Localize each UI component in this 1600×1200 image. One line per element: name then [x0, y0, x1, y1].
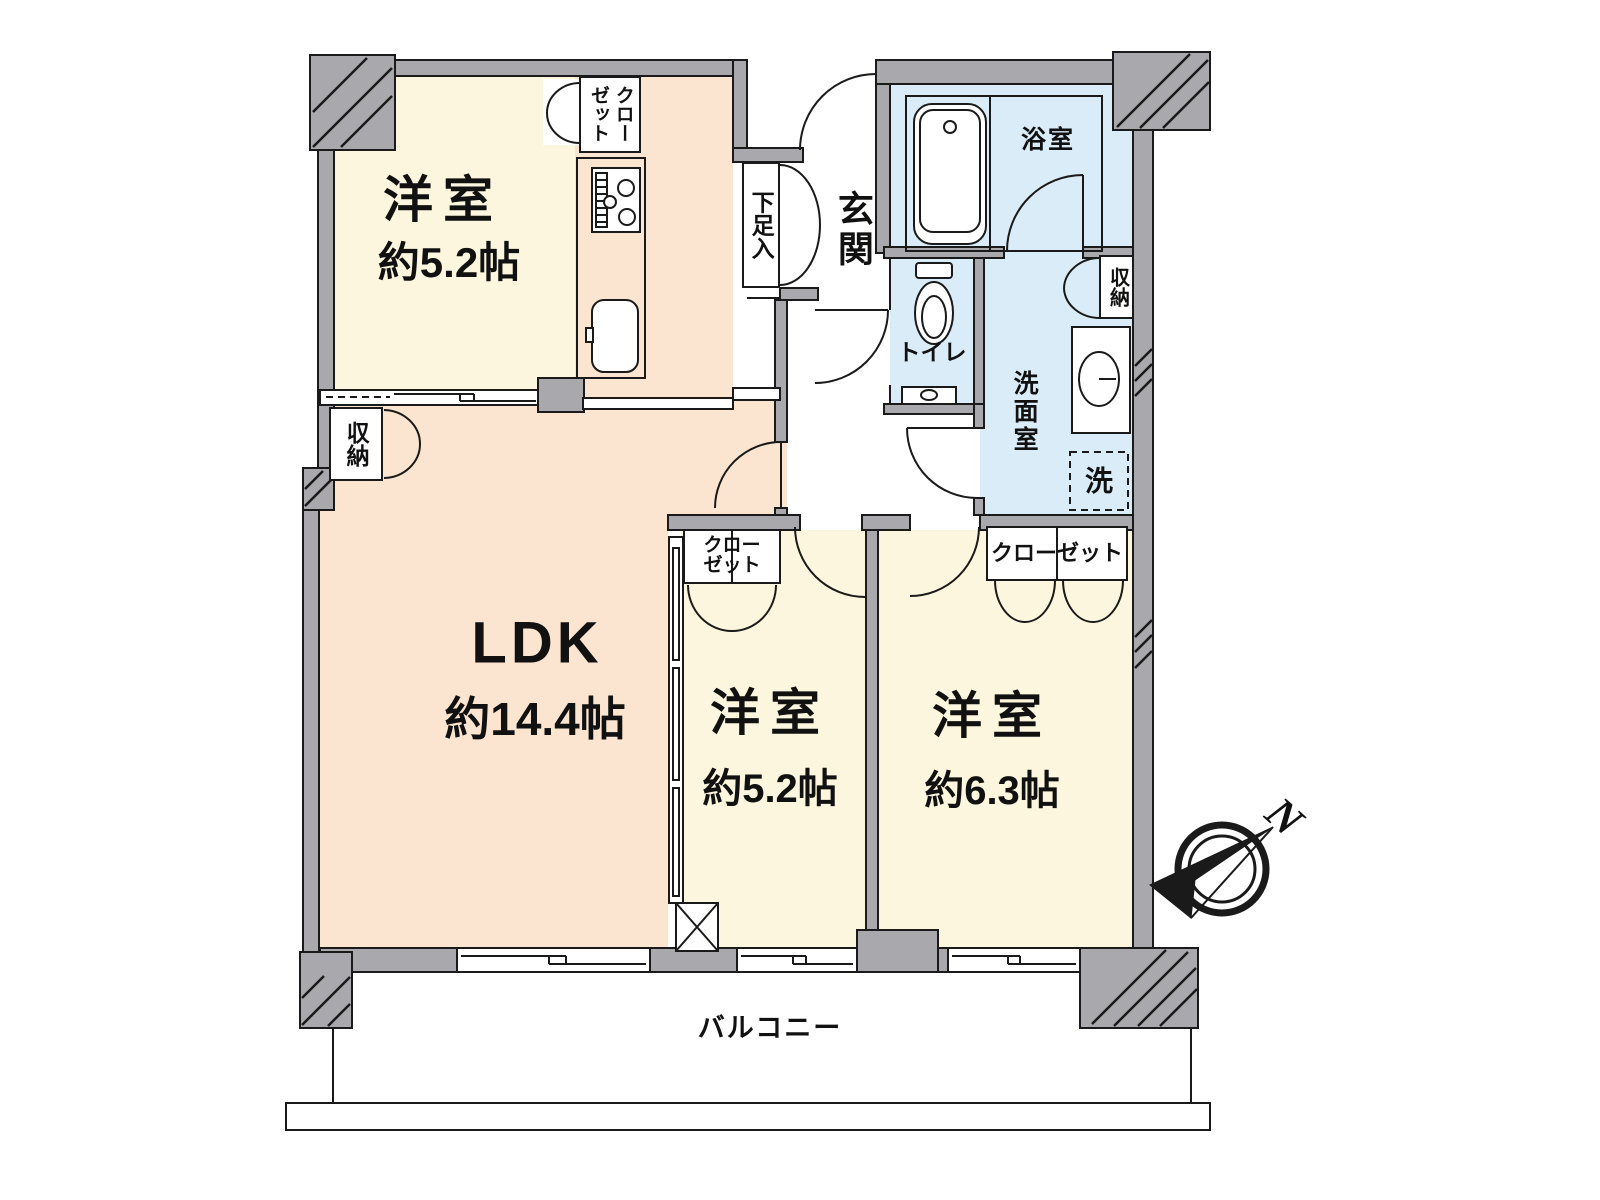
closets: [329, 76, 1134, 584]
toilet-counter-icon: [901, 386, 957, 405]
shoe-cabinet-label: 下足入: [748, 190, 775, 260]
balcony: [285, 1028, 1211, 1131]
mid-closet-label: クロー ゼット: [703, 535, 761, 576]
washbasin-icon: [1071, 326, 1131, 434]
bedroom-top-name: 洋室: [383, 171, 503, 228]
bathroom-label: 浴室: [1020, 125, 1076, 154]
kitchen-closet-box: [579, 76, 641, 153]
toilet-icon: [914, 262, 954, 345]
washroom-label: 洗面室: [1010, 370, 1039, 454]
ldk-name: LDK: [471, 610, 603, 676]
compass-icon: [1149, 821, 1274, 919]
right-closet-doors-icon: [994, 579, 1124, 623]
doors: [383, 73, 1124, 632]
bedroom-mid-size: 約5.2帖: [702, 767, 838, 811]
ldk-floor: [320, 398, 787, 952]
bedroom-right-door-icon: [909, 526, 980, 597]
laundry-label: 洗: [1084, 465, 1114, 497]
bedroom-top-size: 約5.2帖: [377, 238, 521, 286]
entrance-label: 玄関: [832, 190, 874, 270]
washroom-storage-label: 収納: [1106, 267, 1129, 307]
bedroom-right-name: 洋室: [932, 687, 1052, 744]
bathtub-icon: [913, 103, 987, 245]
kitchen-fixtures: [585, 167, 641, 373]
ldk-storage-doors-icon: [383, 409, 421, 479]
toilet-door-icon: [814, 309, 889, 384]
bedroom-mid-floor: [681, 530, 866, 952]
pipe-shaft-icon: [675, 902, 719, 952]
mid-closet-doors-icon: [687, 584, 777, 632]
washroom-storage-box: [1099, 255, 1134, 319]
toilet-label: トイレ: [897, 338, 967, 365]
toilet-fixtures: [889, 257, 975, 405]
balcony-windows: [456, 947, 1081, 973]
kitchen-closet-label: クロー ゼット: [588, 85, 634, 143]
balcony-label: バルコニー: [697, 1012, 843, 1043]
thin-partitions: [319, 79, 781, 952]
bathroom-fixtures: [905, 95, 1103, 252]
washroom-fixtures: [1069, 326, 1131, 511]
kitchen-closet-doors-icon: [546, 82, 581, 144]
bedroom-mid-door-icon: [794, 526, 866, 598]
balcony-railing: [285, 1102, 1211, 1131]
laundry-space-icon: [1069, 451, 1129, 511]
pillars-hatched: [299, 51, 1211, 1029]
right-closet-label: クローゼット: [990, 540, 1124, 566]
bedroom-mid-name: 洋室: [710, 684, 830, 741]
ldk-storage-label: 収納: [343, 421, 370, 467]
stove-icon: [591, 167, 641, 233]
shoe-cabinet-box: [742, 162, 780, 288]
kitchen-sink-icon: [585, 299, 639, 373]
entrance-door-icon: [799, 73, 877, 151]
bedroom-right-size: 約6.3帖: [924, 769, 1060, 813]
bathroom-door-icon: [1006, 174, 1084, 252]
ldk-door-icon: [714, 441, 782, 509]
washroom-storage-doors-icon: [1063, 257, 1101, 320]
shoe-cabinet-doors-icon: [779, 164, 821, 286]
bedroom-right-floor: [878, 530, 1133, 952]
ldk-size: 約14.4帖: [444, 692, 626, 745]
washroom-door-icon: [906, 427, 978, 499]
ldk-storage-box: [329, 407, 383, 481]
